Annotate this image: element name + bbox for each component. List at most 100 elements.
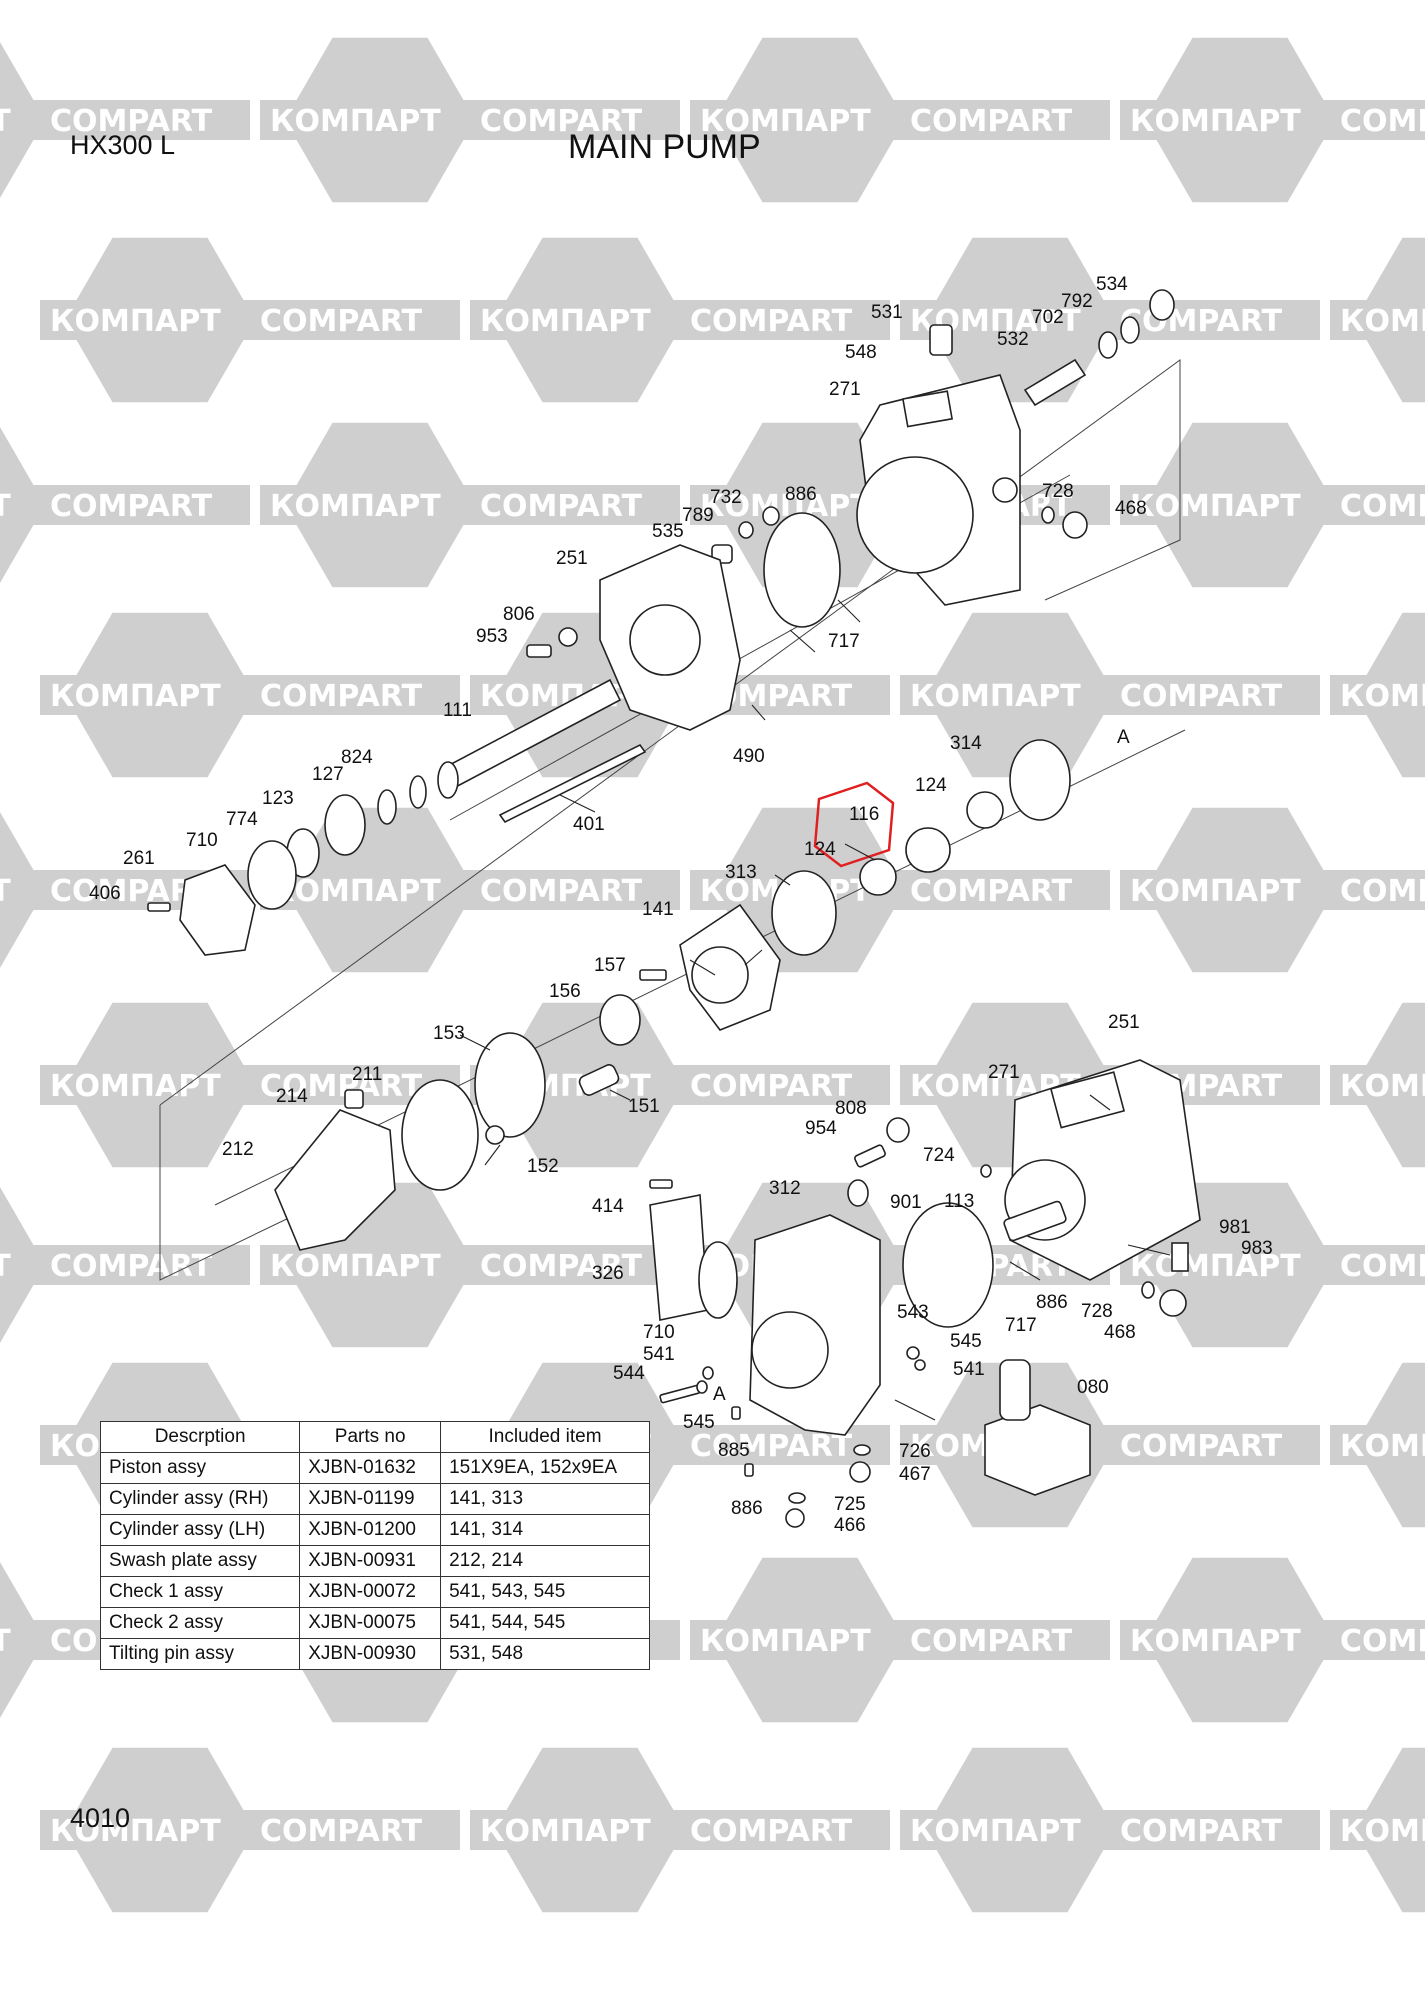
bearing-124-lower[interactable] (859, 858, 897, 896)
callout-156: 156 (549, 981, 581, 1002)
column-header-parts-no: Parts no (299, 1421, 442, 1453)
shaft-113[interactable] (1003, 1200, 1067, 1242)
bolt-406[interactable] (147, 902, 171, 912)
seat-545-right[interactable] (914, 1359, 926, 1371)
spacer-127[interactable] (377, 789, 397, 825)
svg-text:COMPART: COMPART (1340, 104, 1425, 139)
callout-724: 724 (923, 1145, 955, 1166)
o-ring-710[interactable] (247, 840, 297, 910)
o-ring-728[interactable] (1041, 506, 1055, 524)
plug-954[interactable] (854, 1144, 886, 1168)
callout-212: 212 (222, 1139, 254, 1160)
svg-text:COMPART: COMPART (260, 679, 423, 714)
o-ring-702[interactable] (1098, 331, 1118, 359)
callout-717-lower: 717 (1005, 1315, 1037, 1336)
o-ring-724[interactable] (980, 1164, 992, 1178)
cell-included: 541, 544, 545 (440, 1607, 650, 1639)
plug-468[interactable] (1062, 511, 1088, 539)
plug-541[interactable] (702, 1366, 714, 1380)
svg-text:COMPART: COMPART (1120, 1429, 1283, 1464)
svg-text:COMPART: COMPART (690, 1429, 853, 1464)
swash-pin-214[interactable] (344, 1089, 364, 1109)
shoe-plate-211[interactable] (401, 1079, 479, 1191)
cell-description: Cylinder assy (LH) (99, 1514, 301, 1546)
piston-151[interactable] (578, 1063, 621, 1097)
retainer-plate-153[interactable] (474, 1032, 546, 1138)
seat-545[interactable] (696, 1380, 708, 1394)
valve-plate-313[interactable] (771, 870, 837, 956)
o-ring-725[interactable] (788, 1492, 806, 1504)
plug-808[interactable] (886, 1117, 910, 1143)
plug-466[interactable] (785, 1508, 805, 1528)
svg-text:COMPART: COMPART (1120, 679, 1283, 714)
svg-text:КОМПАРТ: КОМПАРТ (480, 1814, 651, 1849)
plate-981[interactable] (1171, 1242, 1189, 1272)
svg-text:КОМПАРТ: КОМПАРТ (0, 104, 11, 139)
svg-text:КОМПАРТ: КОМПАРТ (0, 489, 11, 524)
screw-953[interactable] (526, 644, 552, 658)
assembled-pump[interactable] (1003, 1059, 1201, 1281)
svg-text:КОМПАРТ: КОМПАРТ (1340, 304, 1425, 339)
svg-text:КОМПАРТ: КОМПАРТ (910, 1814, 1081, 1849)
ball-guide-156[interactable] (599, 994, 641, 1046)
callout-414: 414 (592, 1196, 624, 1217)
screw-414[interactable] (649, 1179, 673, 1189)
callout-535: 535 (652, 521, 684, 542)
callout-157: 157 (594, 955, 626, 976)
plug-532[interactable] (1023, 358, 1087, 407)
regulator-080[interactable] (984, 1359, 1091, 1496)
swash-plate-212[interactable] (274, 1109, 396, 1251)
svg-text:КОМПАРТ: КОМПАРТ (50, 304, 221, 339)
o-ring-717-lower[interactable] (902, 1202, 994, 1328)
gear-116[interactable] (905, 827, 951, 873)
callout-886-lower: 886 (1036, 1292, 1068, 1313)
o-ring-732[interactable] (762, 506, 780, 526)
svg-text:КОМПАРТ: КОМПАРТ (50, 1814, 221, 1849)
snap-ring-824[interactable] (409, 775, 427, 809)
callout-406: 406 (89, 883, 121, 904)
page-number: 4010 (70, 1803, 131, 1833)
pin-885[interactable] (731, 1406, 741, 1420)
cap-534[interactable] (1149, 289, 1175, 321)
o-ring-728-lower[interactable] (1141, 1281, 1155, 1299)
table-header-row: Descrption Parts no Included item (99, 1421, 650, 1453)
bearing-123[interactable] (324, 794, 366, 856)
cell-part-no: XJBN-01200 (299, 1514, 442, 1546)
svg-text:КОМПАРТ: КОМПАРТ (270, 104, 441, 139)
shoe-152[interactable] (485, 1125, 505, 1145)
callout-124-lower: 124 (804, 839, 836, 860)
plug-467[interactable] (849, 1461, 871, 1483)
pin-886[interactable] (744, 1463, 754, 1477)
callout-531: 531 (871, 302, 903, 323)
callout-111: 111 (443, 700, 472, 721)
bolt-401[interactable] (498, 743, 647, 824)
callout-271: 271 (829, 379, 861, 400)
callout-211: 211 (352, 1064, 382, 1085)
o-ring-789[interactable] (738, 521, 754, 539)
o-ring-710-lower[interactable] (698, 1241, 738, 1319)
pump-housing-part[interactable] (856, 374, 1021, 606)
plug-468-lower[interactable] (1159, 1289, 1187, 1317)
seal-cover-261[interactable] (179, 864, 256, 956)
tilting-pin-block[interactable] (929, 324, 953, 356)
callout-326: 326 (592, 1263, 624, 1284)
o-ring-726[interactable] (853, 1444, 871, 1456)
nut-806[interactable] (558, 627, 578, 647)
cover-326[interactable] (649, 1194, 709, 1321)
o-ring-792[interactable] (1120, 316, 1140, 344)
valve-plate-314[interactable] (1009, 739, 1071, 821)
check-valve-544[interactable] (659, 1384, 701, 1404)
o-ring-717[interactable] (763, 512, 841, 628)
spring-157[interactable] (639, 969, 667, 981)
eye-bolt-901[interactable] (847, 1179, 869, 1207)
plug-543[interactable] (906, 1346, 920, 1360)
bearing-124-upper[interactable] (966, 791, 1004, 829)
